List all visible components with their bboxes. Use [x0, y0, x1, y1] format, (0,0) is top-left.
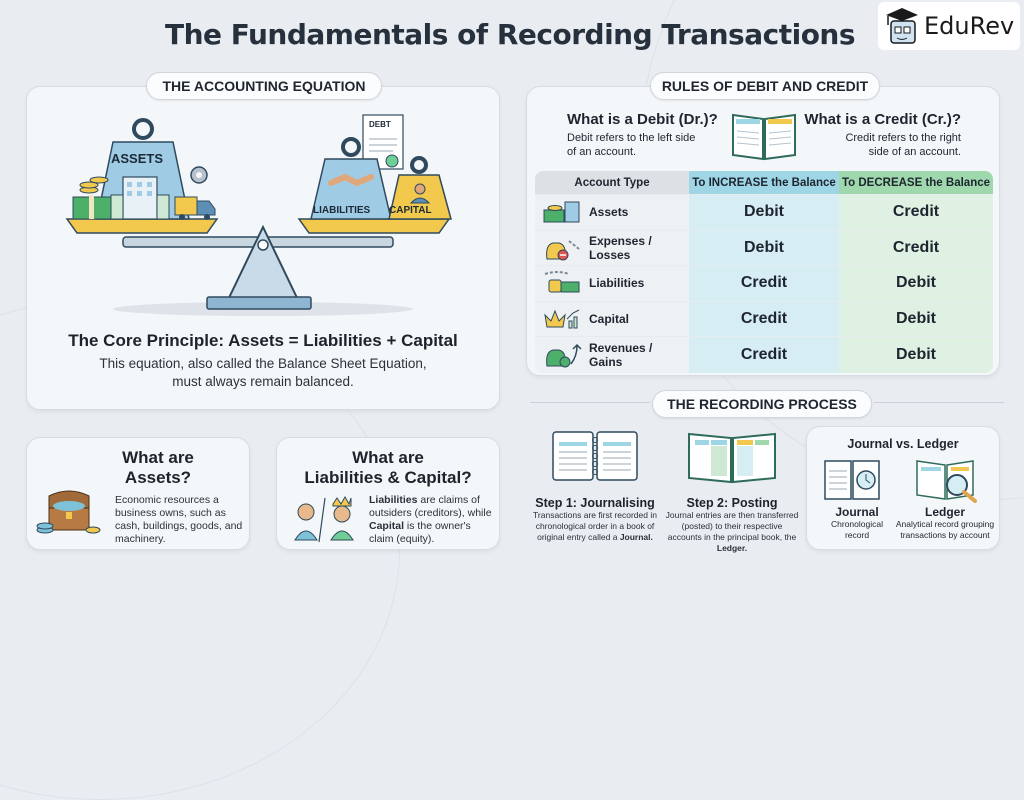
- ledger-definition: Ledger Analytical record grouping transa…: [893, 505, 997, 541]
- credit-text-2: side of an account.: [868, 146, 961, 158]
- assets-weight-label: ASSETS: [111, 151, 164, 166]
- step-2-text: Journal entries are then transferred (po…: [664, 510, 800, 554]
- decrease-cell: Debit: [839, 337, 993, 373]
- increase-cell: Credit: [689, 337, 839, 373]
- open-ledger-book-icon: [688, 432, 776, 484]
- account-type-label: Revenues / Gains: [589, 340, 653, 369]
- assets-card-title-1: What are: [122, 448, 194, 467]
- capital-term: Capital: [369, 520, 405, 532]
- journal-vs-ledger-card: Journal vs. Ledger Journal Chronological…: [806, 426, 1000, 550]
- column-header-decrease: To DECREASE the Balance: [839, 171, 993, 194]
- money-bag-up-icon: [546, 343, 582, 368]
- ledger-magnifier-icon: [916, 460, 977, 503]
- step-1-body: Transactions are first recorded in chron…: [533, 510, 657, 542]
- credit-title: What is a Credit (Cr.)?: [804, 111, 961, 128]
- padlock-chain-cash-icon: [544, 271, 580, 293]
- spiral-journal-icon: [552, 431, 638, 481]
- rules-debit-credit-label: RULES OF DEBIT AND CREDIT: [650, 72, 880, 100]
- ledger-text: Analytical record grouping transactions …: [895, 519, 995, 540]
- divider-line: [874, 402, 1004, 403]
- debit-credit-rules-table: Account Type To INCREASE the Balance To …: [535, 171, 993, 373]
- credit-text: Credit refers to the right side of an acc…: [845, 131, 961, 159]
- core-principle-text-2: must always remain balanced.: [172, 374, 354, 389]
- step-1-text: Transactions are first recorded in chron…: [528, 510, 662, 543]
- step-1-title: Step 1: Journalising: [535, 496, 655, 510]
- step-2-title: Step 2: Posting: [686, 496, 778, 510]
- journal-vs-ledger-title: Journal vs. Ledger: [847, 437, 959, 451]
- core-principle-title: The Core Principle: Assets = Liabilities…: [68, 331, 458, 350]
- accounting-equation-label: THE ACCOUNTING EQUATION: [146, 72, 382, 100]
- page-title: The Fundamentals of Recording Transactio…: [164, 18, 856, 51]
- step-1-journalising: Step 1: Journalising Transactions are fi…: [528, 428, 662, 543]
- increase-cell: Credit: [689, 301, 839, 336]
- rules-debit-credit-panel: What is a Debit (Dr.)? Debit refers to t…: [526, 86, 1000, 376]
- debt-document-label: DEBT: [369, 120, 391, 129]
- liabilities-weight-label: LIABILITIES: [313, 205, 371, 216]
- decrease-cell: Credit: [839, 230, 993, 265]
- capital-weight-label: CAPITAL: [389, 205, 432, 216]
- column-header-account-type: Account Type: [535, 171, 689, 194]
- liabilities-term: Liabilities: [369, 494, 418, 506]
- decrease-cell: Debit: [839, 301, 993, 336]
- journal-clock-icon: [824, 460, 880, 500]
- cash-building-icon: [543, 201, 580, 223]
- increase-cell: Debit: [689, 230, 839, 265]
- table-row: Liabilities Credit Debit: [535, 266, 993, 302]
- increase-cell: Debit: [689, 195, 839, 230]
- crown-growth-icon: [544, 309, 580, 329]
- graduation-cap-icon: [886, 8, 918, 44]
- step-2-posting: Step 2: Posting Journal entries are then…: [664, 428, 800, 554]
- table-header-row: Account Type To INCREASE the Balance To …: [535, 171, 993, 195]
- ledger-title: Ledger: [924, 505, 965, 519]
- liab-card-title-2: Liabilities & Capital?: [304, 468, 472, 487]
- journal-definition: Journal Chronological record: [815, 505, 899, 541]
- balance-scale-illustration: [65, 114, 452, 316]
- journal-term: Journal.: [619, 532, 653, 542]
- creditor-owner-icon: [294, 495, 354, 543]
- debit-title: What is a Debit (Dr.)?: [567, 111, 718, 128]
- open-ledger-book-icon: [732, 113, 796, 161]
- ledger-term: Ledger.: [716, 543, 748, 553]
- liab-card-text: Liabilities are claims of outsiders (cre…: [369, 494, 497, 546]
- recording-process-label: THE RECORDING PROCESS: [652, 390, 872, 418]
- assets-card-title-2: Assets?: [124, 468, 192, 487]
- table-row: Revenues / Gains Credit Debit: [535, 337, 993, 373]
- table-row: Assets Debit Credit: [535, 195, 993, 231]
- table-row: Expenses / Losses Debit Credit: [535, 230, 993, 266]
- debit-text: Debit refers to the left side of an accou…: [567, 131, 695, 159]
- logo-text: EduRev: [924, 12, 1015, 40]
- journal-text: Chronological record: [831, 519, 883, 540]
- decrease-cell: Debit: [839, 266, 993, 301]
- credit-text-1: Credit refers to the right: [845, 132, 961, 144]
- account-type-label: Assets: [589, 205, 629, 220]
- debit-text-1: Debit refers to the left side: [567, 132, 696, 144]
- account-type-label: Capital: [589, 311, 630, 326]
- liab-text-part: is the owner's claim (equity).: [369, 520, 471, 545]
- liab-text-part: are claims of outsiders (creditors), whi…: [369, 494, 492, 519]
- column-header-increase: To INCREASE the Balance: [689, 171, 839, 194]
- edurev-logo[interactable]: EduRev: [878, 2, 1020, 50]
- increase-cell: Credit: [689, 266, 839, 301]
- decrease-cell: Credit: [839, 195, 993, 230]
- account-type-label: Liabilities: [589, 276, 645, 291]
- account-type-label: Expenses / Losses: [589, 233, 652, 262]
- core-principle: The Core Principle: Assets = Liabilities…: [27, 331, 499, 391]
- divider-line: [530, 402, 650, 403]
- money-bag-minus-icon: [546, 239, 580, 261]
- step-2-body: Journal entries are then transferred (po…: [665, 510, 799, 542]
- assets-card-text: Economic resources a business owns, such…: [115, 494, 243, 545]
- debit-text-2: of an account.: [567, 146, 637, 158]
- liab-card-title-1: What are: [352, 448, 424, 467]
- table-row: Capital Credit Debit: [535, 301, 993, 337]
- treasure-chest-icon: [36, 490, 101, 534]
- core-principle-text-1: This equation, also called the Balance S…: [99, 356, 427, 371]
- journal-title: Journal: [835, 505, 879, 519]
- accounting-equation-panel: ASSETS DEBT LIABILITIES CAPITAL The Core…: [26, 86, 500, 410]
